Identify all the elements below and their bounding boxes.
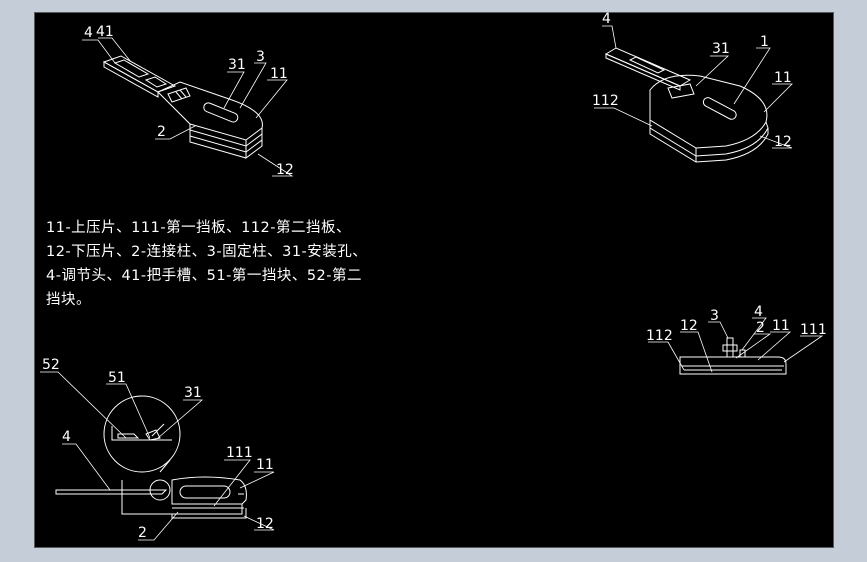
adjusting-head-handle [102, 55, 177, 98]
label-front-112: 112 [646, 328, 673, 344]
label-iso-right-11: 11 [774, 70, 792, 86]
label-side-4: 4 [62, 429, 71, 445]
label-side-11: 11 [256, 457, 274, 473]
label-side-52: 52 [42, 357, 60, 373]
detail-circle [103, 395, 181, 473]
legend-line-1: 11-上压片、111-第一挡板、112-第二挡板、 [46, 220, 351, 236]
label-front-3: 3 [710, 308, 719, 324]
leaders-left [82, 37, 294, 177]
label-side-111: 111 [226, 445, 253, 461]
label-iso-right-1: 1 [760, 34, 769, 50]
label-iso-left-11: 11 [270, 66, 288, 82]
leaders-right [594, 25, 793, 149]
label-side-31: 31 [184, 385, 202, 401]
label-side-12: 12 [256, 516, 274, 532]
label-iso-right-4: 4 [602, 11, 611, 27]
label-iso-left-3: 3 [256, 49, 265, 65]
label-iso-right-112: 112 [592, 93, 619, 109]
label-iso-right-12: 12 [774, 134, 792, 150]
legend-line-3: 4-调节头、41-把手槽、51-第一挡块、52-第二 [46, 268, 363, 284]
label-iso-left-4: 4 [84, 25, 93, 41]
label-front-4: 4 [754, 304, 763, 320]
legend-line-2: 12-下压片、2-连接柱、3-固定柱、31-安装孔、 [46, 244, 368, 260]
isometric-view-right [594, 25, 793, 163]
label-iso-left-12: 12 [276, 162, 294, 178]
front-view [648, 317, 824, 375]
label-front-12: 12 [680, 318, 698, 334]
pressing-body [157, 81, 263, 159]
side-view [40, 371, 275, 541]
label-side-2: 2 [138, 525, 147, 541]
leaders-front [648, 317, 824, 373]
label-front-111: 111 [800, 322, 827, 338]
label-iso-right-31: 31 [712, 41, 730, 57]
label-iso-left-2: 2 [157, 124, 166, 140]
label-front-2: 2 [756, 320, 765, 336]
adjusting-head-right [604, 47, 692, 91]
isometric-view-left [82, 37, 294, 177]
parts-legend: 11-上压片、111-第一挡板、112-第二挡板、 12-下压片、2-连接柱、3… [46, 216, 367, 312]
label-front-11: 11 [772, 318, 790, 334]
label-iso-left-31: 31 [228, 57, 246, 73]
pressing-body-right [649, 74, 769, 163]
legend-line-4: 挡块。 [46, 292, 91, 308]
label-side-51: 51 [108, 370, 126, 386]
label-iso-left-41: 41 [96, 24, 114, 40]
labels: 4 41 31 3 11 2 12 4 31 1 11 112 12 3 4 1… [42, 11, 827, 541]
leaders-side [40, 371, 275, 541]
